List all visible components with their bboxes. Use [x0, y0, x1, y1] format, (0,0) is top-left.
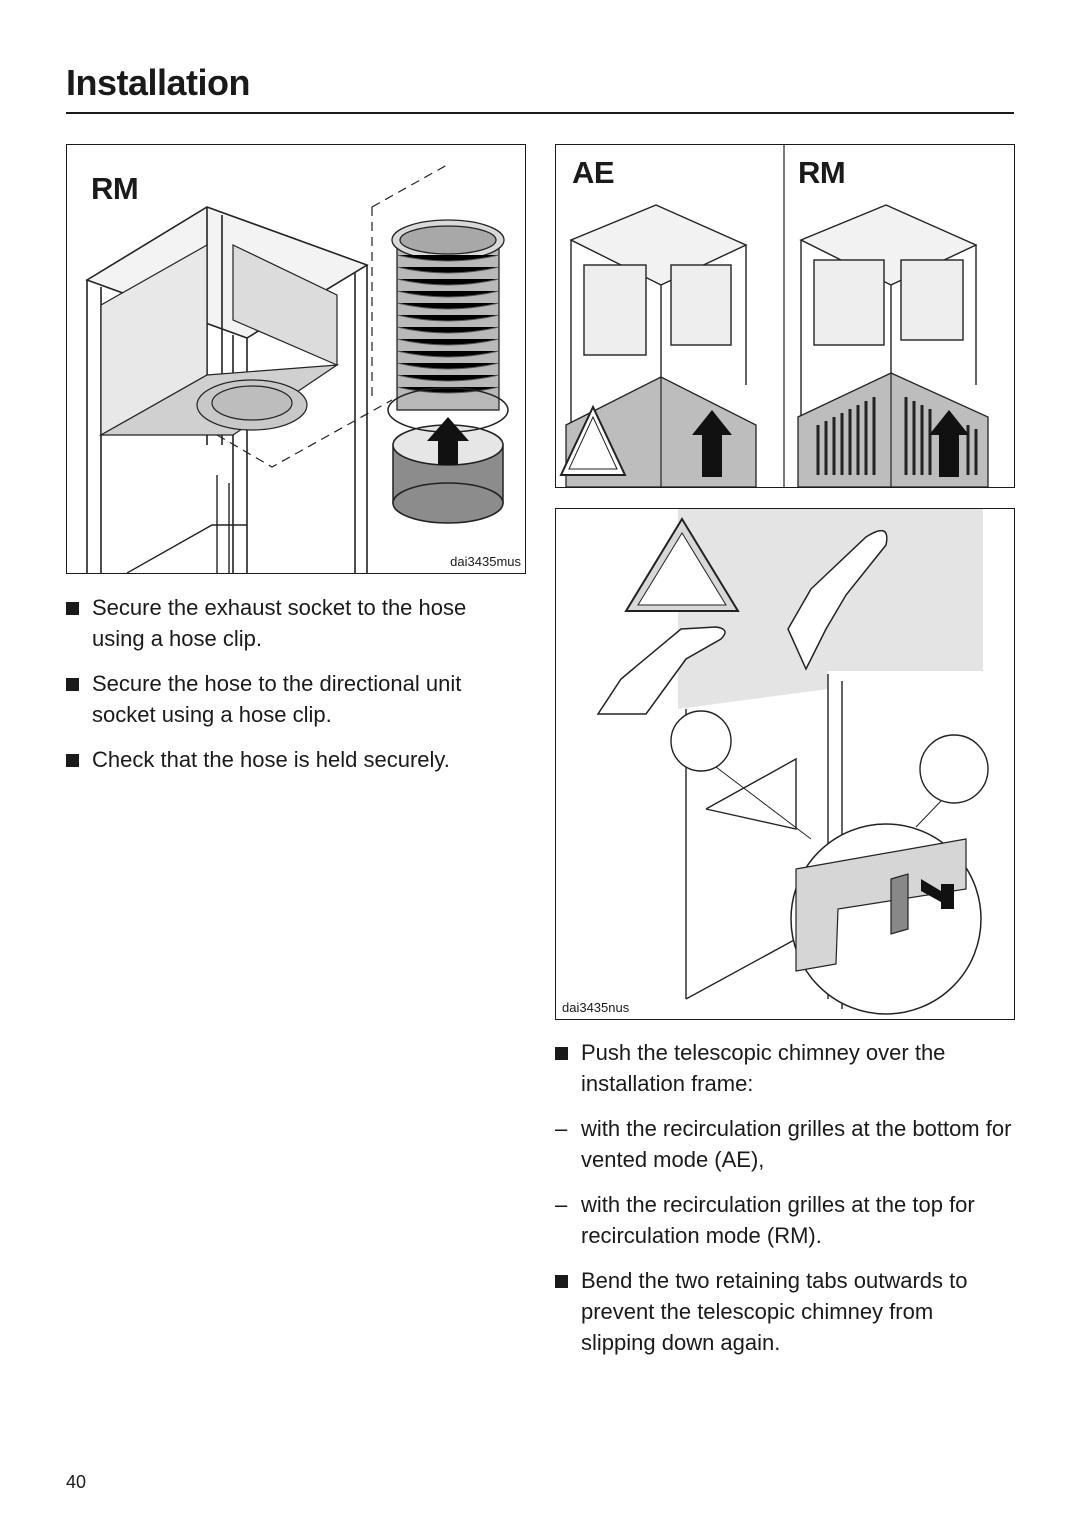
figure-code: dai3435mus [450, 554, 521, 569]
figure-label-ae: AE [572, 155, 615, 190]
figure-rm-hose: RM dai3435mus [66, 144, 526, 574]
frame-hose-illustration [85, 164, 509, 573]
figure-label-rm-right: RM [798, 155, 846, 190]
figure-label-rm: RM [91, 171, 139, 206]
chimney-modes-illustration [559, 145, 989, 487]
square-bullet [66, 602, 79, 615]
step-text: Push the telescopic chimney over the ins… [581, 1040, 946, 1096]
step-text: Bend the two retaining tabs outwards to … [581, 1268, 968, 1355]
list-item: – with the recirculation grilles at the … [555, 1113, 1013, 1175]
step-text: Secure the hose to the directional unit … [92, 671, 462, 727]
square-bullet [66, 754, 79, 767]
left-steps-list: Secure the exhaust socket to the hose us… [66, 592, 524, 789]
title-divider [66, 112, 1014, 114]
step-text: Check that the hose is held securely. [92, 747, 450, 772]
right-steps-list: Push the telescopic chimney over the ins… [555, 1037, 1013, 1372]
page-title: Installation [66, 62, 251, 103]
list-item: Check that the hose is held securely. [66, 744, 524, 775]
list-item: Push the telescopic chimney over the ins… [555, 1037, 1013, 1099]
step-text: with the recirculation grilles at the bo… [581, 1116, 1012, 1172]
step-text: with the recirculation grilles at the to… [581, 1192, 975, 1248]
dash-marker: – [555, 1192, 568, 1217]
step-text: Secure the exhaust socket to the hose us… [92, 595, 467, 651]
figure-retaining-tabs: dai3435nus [555, 508, 1015, 1020]
square-bullet [66, 678, 79, 691]
square-bullet [555, 1047, 568, 1060]
list-item: Secure the hose to the directional unit … [66, 668, 524, 730]
retaining-tabs-illustration [596, 509, 989, 1015]
list-item: Secure the exhaust socket to the hose us… [66, 592, 524, 654]
figure-ae-rm: AE RM [555, 144, 1015, 488]
page-number: 40 [66, 1472, 87, 1492]
figure-code: dai3435nus [562, 1000, 630, 1015]
list-item: – with the recirculation grilles at the … [555, 1189, 1013, 1251]
square-bullet [555, 1275, 568, 1288]
list-item: Bend the two retaining tabs outwards to … [555, 1265, 1013, 1358]
dash-marker: – [555, 1116, 568, 1141]
